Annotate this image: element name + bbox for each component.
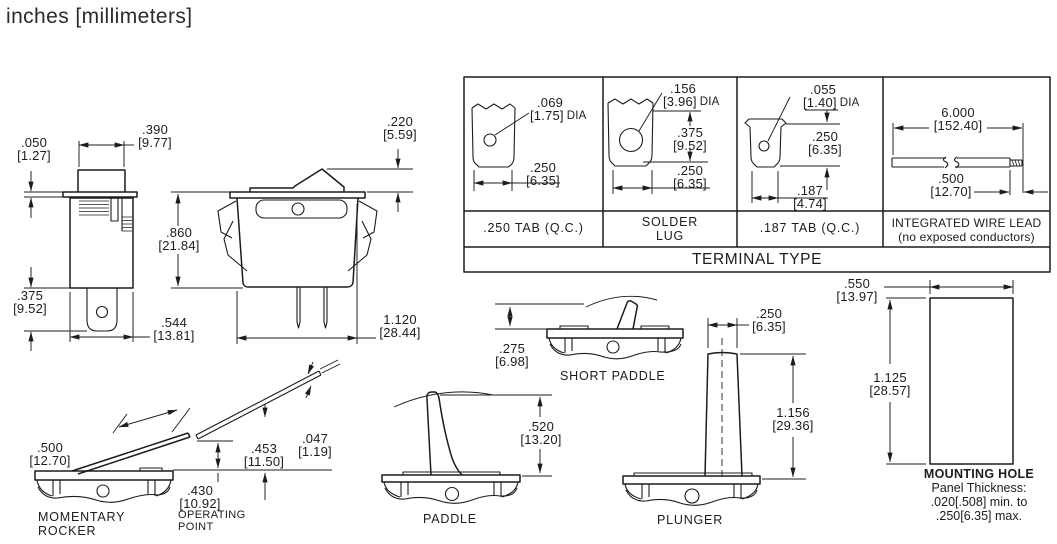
table-cell-wire-lead-label: INTEGRATED WIRE LEAD (no exposed conduct…: [891, 216, 1042, 244]
rocker-front-view-drawing: [24, 141, 243, 351]
page-title: inches [millimeters]: [6, 5, 193, 28]
dim-side-body-width: 1.120[28.44]: [379, 312, 421, 340]
dim-187tab-width: .187[4.74]: [793, 183, 827, 211]
dim-solderlug-hole-dia: .156 [3.96]DIA: [663, 81, 720, 109]
dim-187tab-length: .250[6.35]: [808, 129, 842, 157]
dim-momentary-lever-length: .500[12.70]: [29, 440, 71, 468]
mounting-hole-notes: MOUNTING HOLE Panel Thickness: .020[.508…: [920, 467, 1038, 523]
dim-paddle-height: .520[13.20]: [520, 419, 562, 447]
paddle-label: PADDLE: [423, 512, 477, 526]
dim-front-bezel-height: .050[1.27]: [17, 135, 51, 163]
mounting-hole-label: MOUNTING HOLE: [923, 467, 1035, 481]
terminal-wire-lead-drawing: [891, 123, 1048, 195]
dim-plunger-width: .250[6.35]: [752, 306, 786, 334]
table-cell-solder-lug-label: SOLDER LUG: [641, 215, 699, 243]
operating-point-note: OPERATING POINT: [178, 509, 246, 533]
dim-front-terminal-length: .375[9.52]: [13, 288, 47, 316]
dim-wirelead-tip-length: .500[12.70]: [930, 171, 972, 199]
dim-mounting-hole-height: 1.125[28.57]: [869, 370, 911, 398]
dim-solderlug-width: .250[6.35]: [673, 163, 707, 191]
mounting-hole-drawing: [884, 280, 1014, 465]
dim-250tab-width: .250[6.35]: [526, 160, 560, 188]
paddle-drawing: [381, 391, 552, 504]
dim-momentary-operating-height: .430[10.92]: [179, 483, 221, 511]
table-cell-250-tab-label: .250 TAB (Q.C.): [483, 221, 584, 235]
dim-187tab-hole-dia: .055 [1.40]DIA: [803, 82, 860, 110]
dim-short-paddle-height: .275[6.98]: [495, 341, 529, 369]
dim-mounting-hole-width: .550[13.97]: [836, 276, 878, 304]
momentary-rocker-drawing: [34, 359, 341, 503]
dim-solderlug-length: .375[9.52]: [673, 125, 707, 153]
rocker-side-view-drawing: [217, 149, 413, 344]
dim-front-body-width: .544[13.81]: [153, 315, 195, 343]
terminal-solder-lug-drawing: [607, 92, 710, 194]
table-title-terminal-type: TERMINAL TYPE: [691, 251, 823, 268]
dim-plunger-height: 1.156[29.36]: [772, 405, 814, 433]
dim-momentary-tip-height: .453[11.50]: [243, 441, 285, 469]
dim-wirelead-length: 6.000[152.40]: [933, 105, 983, 133]
table-cell-187-tab-label: .187 TAB (Q.C.): [759, 221, 861, 235]
dim-side-rocker-height: .220[5.59]: [383, 114, 417, 142]
short-paddle-label: SHORT PADDLE: [560, 369, 666, 383]
terminal-187-tab-drawing: [744, 96, 840, 203]
dim-250tab-hole-dia: .069 [1.75]DIA: [530, 95, 587, 123]
terminal-type-table-borders: [463, 76, 1051, 273]
plunger-drawing: [622, 318, 806, 506]
dim-front-button-width: .390[9.77]: [138, 122, 172, 150]
plunger-label: PLUNGER: [656, 513, 724, 527]
dim-front-body-height: .860[21.84]: [158, 225, 200, 253]
momentary-rocker-label: MOMENTARY ROCKER: [38, 510, 126, 538]
short-paddle-drawing: [495, 295, 684, 360]
terminal-250-tab-drawing: [471, 103, 560, 191]
dim-momentary-lever-thickness: .047[1.19]: [298, 431, 332, 459]
